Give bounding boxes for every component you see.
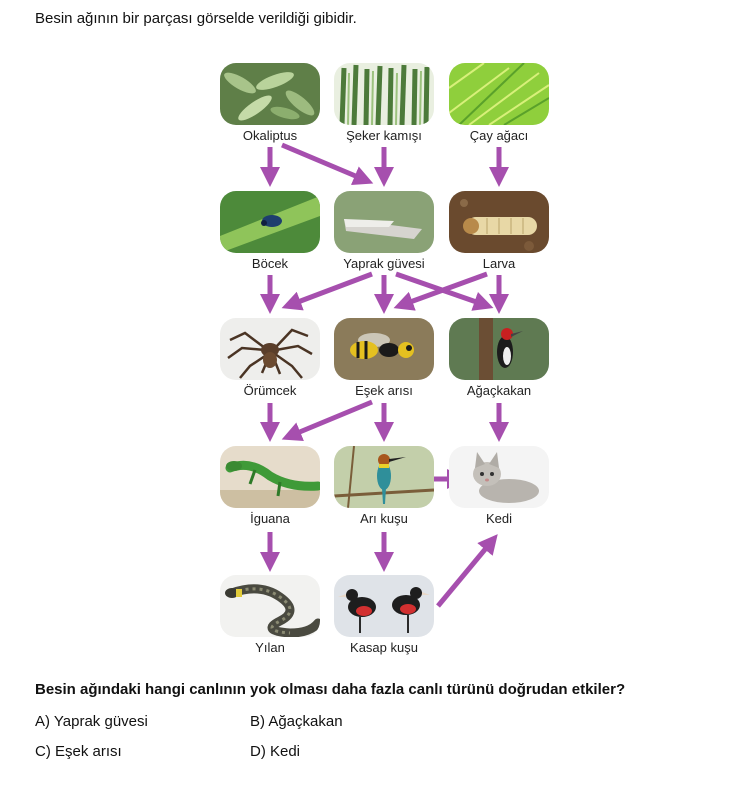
node-yaprak-guvesi: Yaprak güvesi <box>334 191 434 271</box>
label-larva: Larva <box>482 256 516 271</box>
label-ari-kusu: Arı kuşu <box>360 511 408 526</box>
label-kasap-kusu: Kasap kuşu <box>350 640 418 655</box>
okaliptus-image <box>220 63 320 125</box>
kedi-image <box>449 446 549 508</box>
node-cay-agaci: Çay ağacı <box>449 63 549 143</box>
food-web-arrows <box>260 142 509 608</box>
arrow-esek-arisi-iguana <box>281 399 373 442</box>
label-okaliptus: Okaliptus <box>242 128 298 143</box>
label-agackakan: Ağaçkakan <box>466 383 532 398</box>
label-cay-agaci: Çay ağacı <box>469 128 529 143</box>
option-a[interactable]: A) Yaprak güvesi <box>35 713 148 730</box>
arrow-yaprak-guvesi-orumcek <box>281 271 373 311</box>
seker-kamisi-image <box>334 63 434 125</box>
label-bocek: Böcek <box>251 256 289 271</box>
node-bocek: Böcek <box>220 191 320 271</box>
larva-image <box>449 191 549 253</box>
ari-kusu-image <box>334 446 434 508</box>
question-text: Besin ağındaki hangi canlının yok olması… <box>35 681 626 698</box>
food-web-diagram: Okaliptus Şeker kamışı <box>220 63 549 655</box>
intro-text: Besin ağının bir parçası görselde verild… <box>35 10 357 27</box>
node-okaliptus: Okaliptus <box>220 63 320 143</box>
node-seker-kamisi: Şeker kamışı <box>334 63 434 143</box>
label-yilan: Yılan <box>255 640 285 655</box>
orumcek-image <box>220 318 320 380</box>
cay-agaci-image <box>449 63 549 125</box>
node-yilan: Yılan <box>220 575 320 655</box>
label-kedi: Kedi <box>485 511 513 526</box>
option-b[interactable]: B) Ağaçkakan <box>250 713 343 730</box>
yaprak-guvesi-image <box>334 191 434 253</box>
node-esek-arisi: Eşek arısı <box>334 318 434 398</box>
arrow-larva-esek-arisi <box>393 271 488 311</box>
node-iguana: İguana <box>220 446 320 526</box>
label-iguana: İguana <box>250 511 290 526</box>
node-ari-kusu: Arı kuşu <box>334 446 434 526</box>
kasap-kusu-image <box>334 575 434 637</box>
node-kedi: Kedi <box>449 446 549 526</box>
label-seker-kamisi: Şeker kamışı <box>346 128 422 143</box>
arrow-kasap-kusu-kedi <box>436 534 498 608</box>
option-d[interactable]: D) Kedi <box>250 743 301 760</box>
node-agackakan: Ağaçkakan <box>449 318 549 398</box>
label-yaprak-guvesi: Yaprak güvesi <box>343 256 425 271</box>
node-larva: Larva <box>449 191 549 271</box>
node-kasap-kusu: Kasap kuşu <box>334 575 434 655</box>
label-esek-arisi: Eşek arısı <box>355 383 413 398</box>
option-c[interactable]: C) Eşek arısı <box>35 743 122 760</box>
iguana-image <box>220 446 320 508</box>
label-orumcek: Örümcek <box>243 383 297 398</box>
yilan-image <box>220 575 320 637</box>
node-orumcek: Örümcek <box>220 318 320 398</box>
bocek-image <box>220 191 320 253</box>
agackakan-image <box>449 318 549 380</box>
esek-arisi-image <box>334 318 434 380</box>
arrow-okaliptus-yaprak-guvesi <box>281 142 374 185</box>
